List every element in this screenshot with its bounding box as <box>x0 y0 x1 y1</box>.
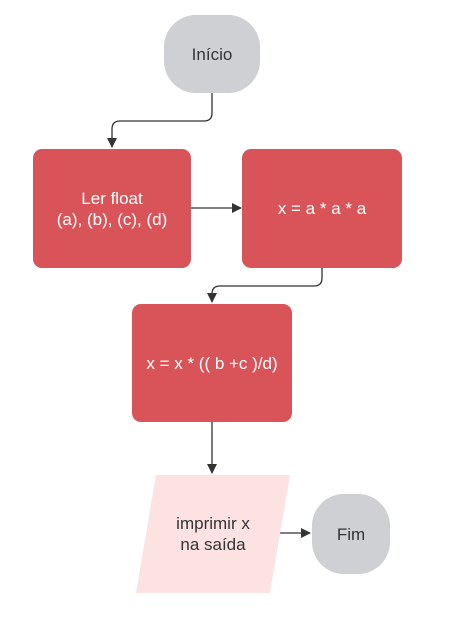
output-parallelogram <box>136 475 290 593</box>
calc-ratio-label: x = x * (( b +c )/d) <box>146 353 278 373</box>
calc-ratio-box: x = x * (( b +c )/d) <box>132 304 292 422</box>
read-input-line-1: Ler float <box>81 188 143 208</box>
output-text: imprimir x na saída <box>146 475 280 593</box>
connector-start-to-read <box>107 93 213 148</box>
connector-calc1-to-calc2 <box>207 268 323 303</box>
calc-cube-label: x = a * a * a <box>277 199 367 218</box>
output-line-2: na saída <box>180 535 246 554</box>
calc-cube-box: x = a * a * a <box>242 149 402 268</box>
start-label: Início <box>191 44 233 64</box>
end-label: Fim <box>336 524 366 544</box>
read-input-box: Ler float (a), (b), (c), (d) <box>33 149 191 268</box>
end-terminal: Fim <box>312 494 390 574</box>
start-terminal: Início <box>164 15 260 93</box>
output-line-1: imprimir x <box>176 514 250 533</box>
read-input-line-2: (a), (b), (c), (d) <box>56 209 168 229</box>
